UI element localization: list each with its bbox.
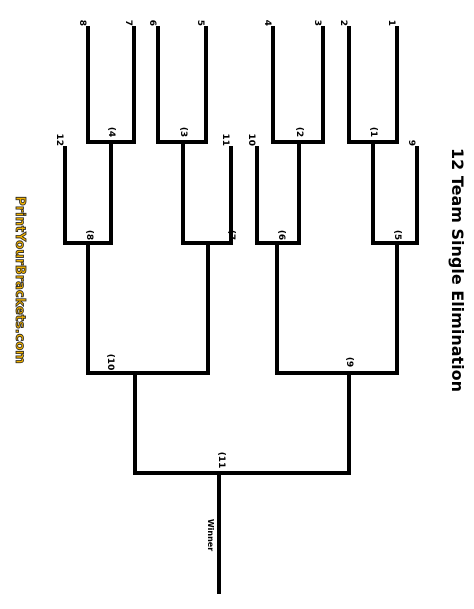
seed-label: 8	[77, 20, 87, 26]
seed-label: 6	[147, 20, 157, 26]
game-label: (7	[226, 230, 236, 240]
game-label: (8	[84, 230, 94, 240]
game-label: (1	[368, 127, 378, 137]
seed-label: 4	[262, 20, 272, 26]
brand-watermark: PrintYourBrackets.com	[12, 196, 27, 364]
game-label: (5	[392, 230, 402, 240]
game-label: (10	[105, 354, 115, 371]
winner-label: Winner	[206, 519, 215, 551]
seed-label: 7	[123, 20, 133, 26]
seed-label: 1	[386, 20, 396, 26]
game-label: (4	[106, 127, 116, 137]
game-label: (9	[344, 357, 354, 367]
game-label: (2	[294, 127, 304, 137]
bracket-lines	[63, 26, 419, 594]
bracket-title: 12 Team Single Elimination	[448, 148, 467, 392]
seed-label: 12	[54, 133, 64, 146]
game-label: (6	[276, 230, 286, 240]
seed-label: 10	[246, 133, 256, 146]
seed-label: 2	[338, 20, 348, 26]
seed-label: 5	[195, 20, 205, 26]
game-label: (11	[216, 452, 226, 469]
seed-label: 9	[406, 140, 416, 146]
seed-label: 11	[220, 133, 230, 146]
game-label: (3	[178, 127, 188, 137]
seed-label: 3	[312, 20, 322, 26]
